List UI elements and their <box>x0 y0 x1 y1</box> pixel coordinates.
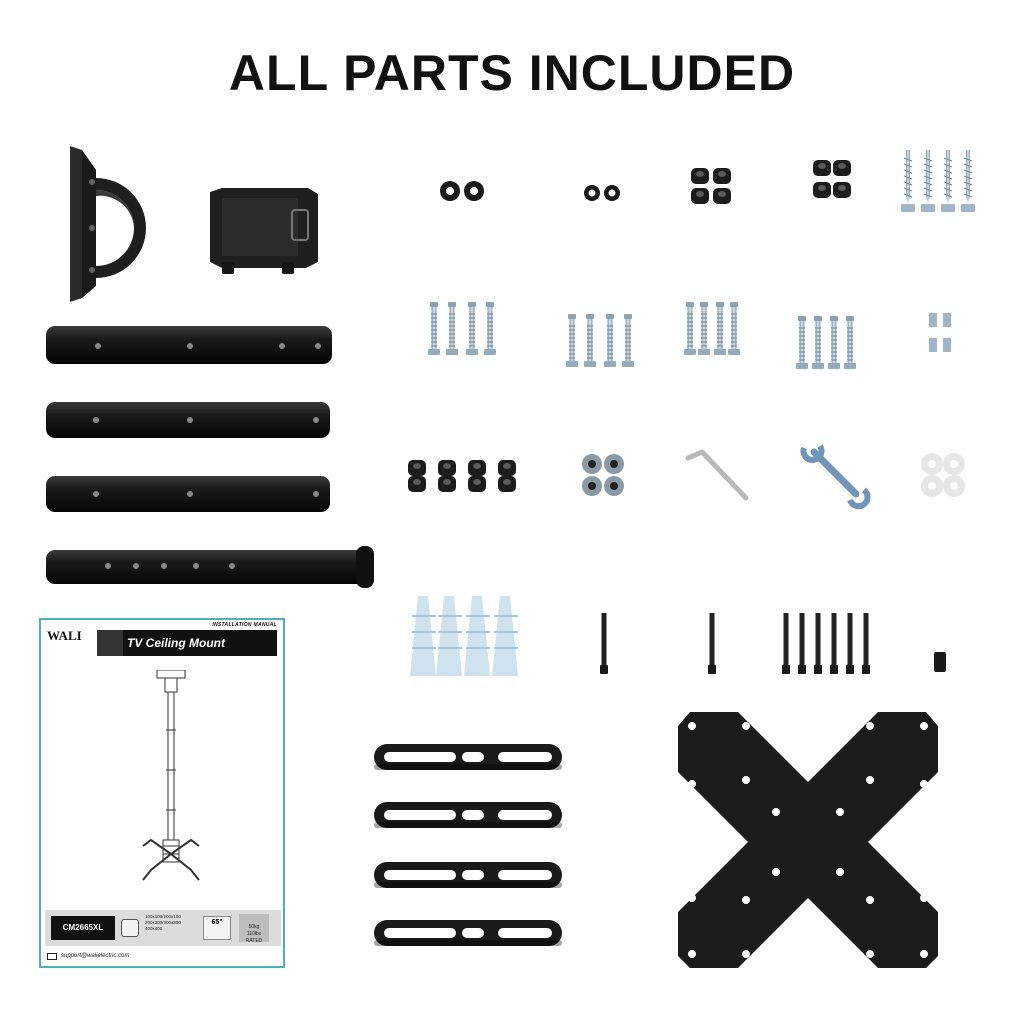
lag-screw-set <box>900 149 976 213</box>
manual-title: TV Ceiling Mount <box>97 630 277 656</box>
long-black-bolt-a <box>600 613 608 674</box>
wall-anchor-set <box>410 596 518 676</box>
tv-size-badge: 65" <box>203 916 231 940</box>
model-number: CM2665XL <box>51 916 115 940</box>
set-screw <box>934 652 946 672</box>
vesa-spec: 100x100/200x100 200x200/300x300 400x400 <box>145 914 181 931</box>
extension-tube-3 <box>46 476 330 512</box>
manual-header-label: INSTALLATION MANUAL <box>212 622 277 628</box>
installation-manual: WALI INSTALLATION MANUAL TV Ceiling Moun… <box>39 618 285 968</box>
manual-footer: CM2665XL 100x100/200x100 200x200/300x300… <box>45 910 281 946</box>
vesa-icon <box>121 919 139 937</box>
ceiling-plate-bracket <box>70 146 146 302</box>
page-title: ALL PARTS INCLUDED <box>228 45 796 101</box>
vesa-arm-set <box>374 744 562 946</box>
extension-tube-4 <box>46 546 374 588</box>
rubber-spacer-set <box>408 460 516 492</box>
extension-tube-2 <box>46 402 330 438</box>
m8-bolt-set <box>427 301 497 356</box>
support-email: support@walielectric.com <box>61 953 130 959</box>
weight-capacity-badge: 50kg 110lbs RATED <box>239 914 269 944</box>
black-bolt-set <box>782 613 870 674</box>
tilt-block <box>210 188 318 274</box>
spacer-set-b <box>813 160 851 198</box>
weight-capacity: 50kg 110lbs RATED <box>245 924 263 944</box>
flat-washer-set <box>921 453 965 497</box>
mail-icon <box>47 953 57 960</box>
m4-bolt-set <box>795 315 857 370</box>
extension-tube-1 <box>46 326 332 364</box>
tv-size: 65" <box>211 919 223 926</box>
spacer-set-a <box>691 168 731 204</box>
vesa-plate <box>678 712 938 968</box>
m6-bolt-set <box>565 313 635 368</box>
manual-logo: WALI <box>47 628 82 643</box>
long-black-bolt-b <box>708 613 716 674</box>
mount-line-drawing <box>142 670 200 881</box>
m5-bolt-set <box>683 301 741 356</box>
lock-nut-set <box>582 454 624 496</box>
hex-key-icon <box>685 449 749 501</box>
wrench-icon <box>800 444 871 510</box>
washer-pair-small <box>584 185 620 201</box>
washer-pair-large <box>440 181 484 201</box>
short-screw-set <box>929 313 951 352</box>
